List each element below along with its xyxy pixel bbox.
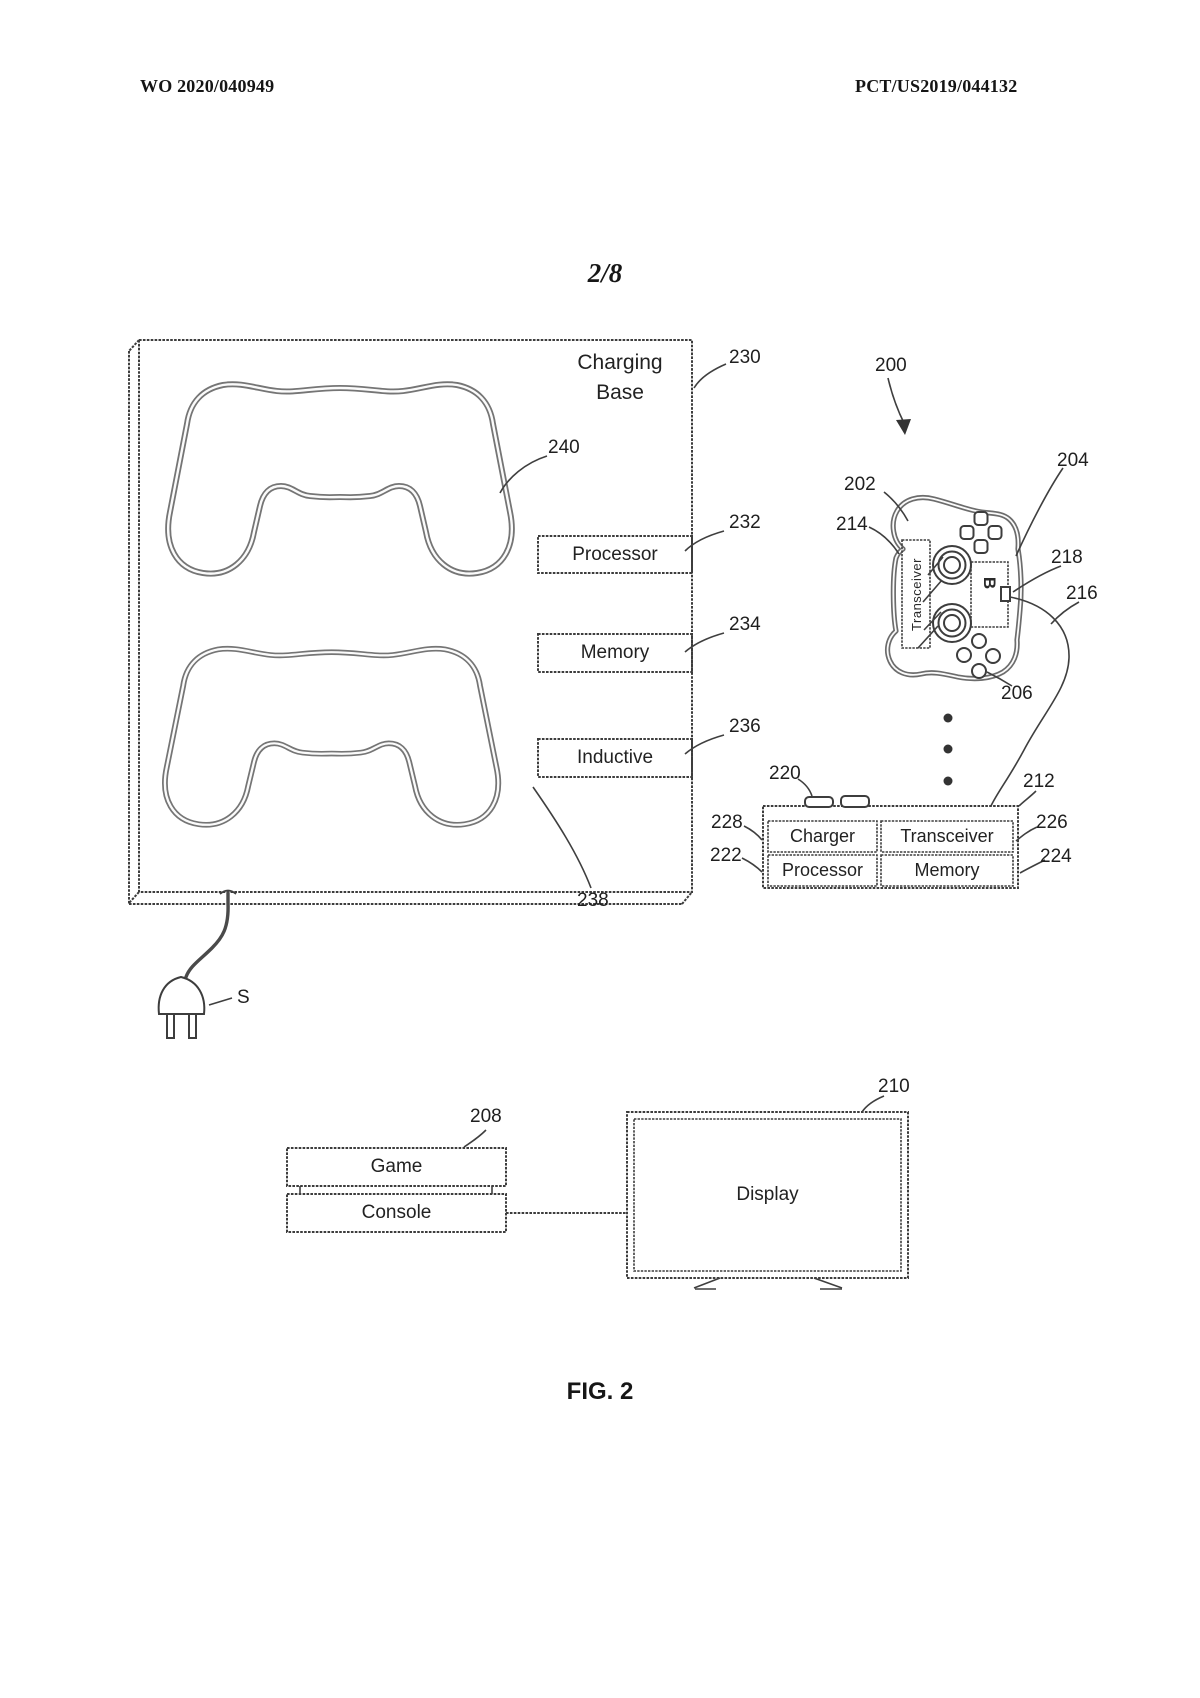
memory-box (537, 633, 693, 673)
ref-236: 236 (729, 716, 761, 737)
memory-cell-label: Memory (914, 860, 980, 880)
ref-200: 200 (875, 355, 907, 376)
ref-216: 216 (1066, 583, 1098, 604)
ref-212: 212 (1023, 771, 1055, 792)
charge-cable (990, 596, 1070, 807)
display-outer (626, 1111, 909, 1279)
figure-caption: FIG. 2 (566, 1378, 634, 1405)
transceiver-vertical-label: Transceiver (908, 557, 924, 631)
plug-label-pointer (208, 997, 233, 1006)
console-label: Console (361, 1202, 432, 1223)
transceiver-cell (880, 820, 1014, 853)
ref-202: 202 (844, 474, 876, 495)
transceiver-hatch-lines (917, 556, 944, 649)
display-label: Display (736, 1184, 799, 1205)
plug-label-s: S (237, 987, 250, 1008)
publication-number: WO 2020/040949 (140, 76, 275, 96)
charging-base-outline (128, 339, 693, 905)
processor-label: Processor (572, 543, 658, 565)
button-b-label: B (980, 576, 1000, 590)
dpad (959, 511, 1003, 554)
console-display-group (286, 1111, 909, 1290)
controller-slot-2 (162, 645, 502, 828)
ref-210: 210 (878, 1076, 910, 1097)
charge-port (1000, 586, 1011, 602)
charging-station (762, 795, 1019, 889)
application-number: PCT/US2019/044132 (855, 76, 1018, 96)
analog-stick-top (932, 545, 972, 585)
controller-slot-1 (165, 381, 515, 577)
ref-228: 228 (711, 812, 743, 833)
display-inner (633, 1118, 902, 1272)
display-feet (693, 1277, 843, 1290)
ref-218: 218 (1051, 547, 1083, 568)
plug-prong-left (166, 1013, 175, 1039)
ref-238: 238 (577, 890, 609, 911)
processor-cell-label: Processor (781, 860, 864, 880)
memory-label: Memory (580, 642, 650, 663)
ref-234: 234 (729, 614, 761, 635)
contact-tab-1 (804, 796, 834, 808)
inductive-box (537, 738, 693, 778)
transceiver-box (901, 539, 931, 649)
contact-tab-2 (840, 795, 870, 808)
ellipsis-dots (943, 713, 953, 786)
processor-cell (767, 854, 878, 887)
ref-220: 220 (769, 763, 801, 784)
memory-cell (880, 854, 1014, 887)
ref-222: 222 (710, 845, 742, 866)
ref-208: 208 (470, 1106, 502, 1127)
ref-226: 226 (1036, 812, 1068, 833)
ref-240: 240 (548, 437, 580, 458)
charger-cell (767, 820, 878, 853)
plug-prong-right (188, 1013, 197, 1039)
game-label: Game (370, 1156, 423, 1177)
inductive-label: Inductive (576, 747, 654, 768)
arrowhead-200 (896, 419, 911, 435)
ref-232: 232 (729, 512, 761, 533)
ref-204: 204 (1057, 450, 1089, 471)
ref-206: 206 (1001, 683, 1033, 704)
power-plug (157, 975, 206, 1015)
processor-box (537, 535, 693, 574)
sheet-number: 2/8 (587, 258, 623, 288)
ref-224: 224 (1040, 846, 1072, 867)
leader-lines (463, 363, 1080, 1148)
power-cord (157, 889, 237, 1039)
ref-230: 230 (729, 347, 761, 368)
charger-cell-label: Charger (789, 826, 856, 846)
charging-base-title: Charging Base (577, 351, 663, 404)
analog-stick-bottom (932, 603, 972, 643)
face-buttons (956, 633, 1001, 679)
transceiver-cell-label: Transceiver (900, 826, 994, 846)
game-box (286, 1147, 507, 1187)
wireless-controller (884, 494, 1070, 807)
ref-214: 214 (836, 514, 868, 535)
